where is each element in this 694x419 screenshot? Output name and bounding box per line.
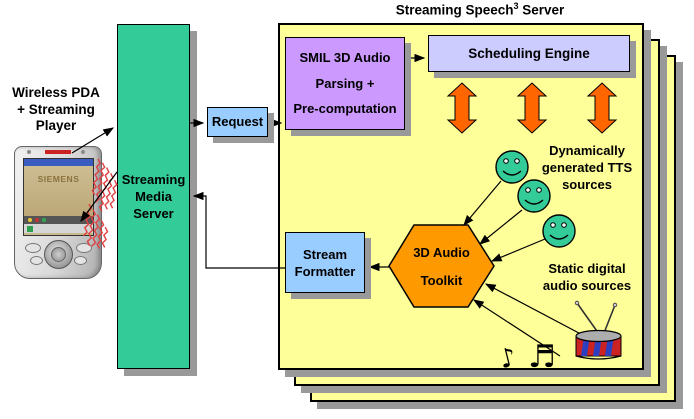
- static-note-line1: Static digital: [548, 261, 626, 276]
- streaming-media-server-label-line3: Server: [133, 206, 174, 221]
- pda-button-right-upper: [76, 243, 92, 253]
- page-title-suffix: Server: [518, 2, 565, 18]
- pda-control-dot-red: [35, 218, 39, 222]
- page-title: Streaming Speech3 Server: [300, 1, 660, 18]
- pda-control-dot-green: [42, 218, 46, 222]
- wireless-pda-label-line1: Wireless PDA: [12, 85, 100, 100]
- scheduling-engine-box: Scheduling Engine: [428, 35, 630, 72]
- request-label: Request: [211, 114, 264, 129]
- static-sources-note: Static digital audio sources: [512, 260, 662, 294]
- smil-label-line3: Pre-computation: [293, 101, 397, 117]
- toolkit-label-line1: 3D Audio: [413, 244, 470, 260]
- page-title-text: Streaming Speech: [395, 2, 514, 18]
- pda-button-left-lower: [30, 256, 43, 265]
- smil-label-line1: SMIL 3D Audio: [299, 49, 391, 65]
- wireless-pda-label-line2: + Streaming: [17, 101, 95, 117]
- pda-device: SIEMENS: [14, 146, 102, 279]
- streaming-media-server-label-line1: Streaming: [121, 172, 186, 187]
- siemens-brand-label: SIEMENS: [37, 174, 80, 184]
- pda-led: [45, 150, 71, 154]
- pda-button-left-upper: [25, 243, 41, 253]
- smil-parsing-box: SMIL 3D Audio Parsing + Pre-computation: [285, 37, 405, 130]
- toolkit-label: 3D Audio Toolkit: [389, 225, 494, 307]
- pda-player-controls: [24, 216, 93, 224]
- arrow-formatter-to-server: [192, 191, 285, 269]
- pda-control-dot-yellow: [28, 218, 32, 222]
- page-title-superscript: 3: [513, 1, 519, 11]
- tts-sources-note: Dynamically generated TTS sources: [512, 142, 662, 193]
- streaming-media-server-box: Streaming Media Server: [117, 24, 190, 369]
- tts-note-line2: generated TTS: [541, 160, 633, 175]
- streaming-media-server-label-line2: Media: [135, 189, 172, 204]
- pda-button-right-lower: [74, 256, 87, 265]
- stream-formatter-box: Stream Formatter: [285, 232, 365, 293]
- pda-screen: SIEMENS: [23, 158, 94, 236]
- pda-mic-dot: [81, 150, 85, 154]
- wireless-pda-label-line3: Player: [35, 118, 77, 133]
- static-note-line2: audio sources: [542, 278, 632, 293]
- pda-taskbar-icon: [27, 225, 33, 232]
- pda-titlebar: [24, 159, 93, 166]
- tts-note-line3: sources: [562, 177, 612, 192]
- pda-dpad: [44, 240, 73, 269]
- wireless-pda-label: Wireless PDA + Streaming Player: [0, 85, 112, 135]
- smil-label-line2: Parsing +: [315, 75, 375, 91]
- pda-taskbar: [24, 224, 93, 233]
- pda-screen-content: SIEMENS: [24, 166, 93, 216]
- formatter-label-line1: Stream: [302, 246, 348, 262]
- pda-power-dot: [27, 150, 31, 154]
- scheduling-engine-label: Scheduling Engine: [468, 45, 590, 61]
- tts-note-line1: Dynamically: [549, 143, 625, 158]
- formatter-label-line2: Formatter: [294, 263, 356, 279]
- request-box: Request: [207, 107, 268, 137]
- toolkit-label-line2: Toolkit: [420, 272, 463, 288]
